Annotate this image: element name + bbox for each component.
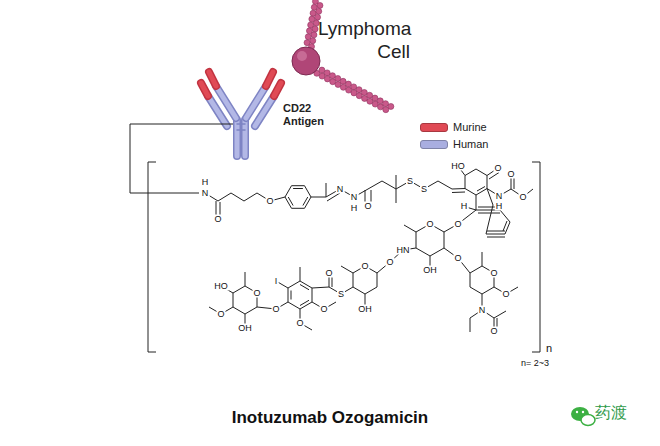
repeat-subscript: n — [546, 342, 552, 354]
atom-label: N — [336, 185, 345, 194]
atom-label: O — [213, 215, 222, 224]
highlight — [297, 51, 307, 61]
legend-label: Human — [453, 139, 488, 150]
atom-label: OH — [357, 305, 373, 314]
legend-label: Murine — [453, 122, 487, 133]
atom-label: O — [489, 269, 498, 278]
chain-bead — [310, 38, 316, 44]
watermark: 药渡 — [595, 403, 627, 424]
cd22-antigen-symbol — [292, 47, 320, 75]
atom-label: N — [201, 189, 210, 198]
legend-swatch — [420, 123, 448, 132]
chain-bead — [312, 26, 318, 32]
atom-label: O — [453, 220, 462, 229]
atom-label: O — [216, 310, 225, 319]
atom-label: O — [319, 305, 328, 314]
atom-label: N — [478, 306, 487, 315]
atom-label: O — [271, 305, 280, 314]
atom-label: O — [506, 170, 515, 179]
atom-label: H — [495, 202, 504, 211]
atom-label: O — [501, 290, 510, 299]
atom-label: O — [493, 164, 502, 173]
antibody-symbol — [201, 72, 281, 156]
atom-label: O — [453, 254, 462, 263]
atom-label: O — [425, 220, 434, 229]
atom-label: O — [324, 269, 333, 278]
atom-label: I — [274, 277, 279, 286]
atom-label: N — [495, 192, 504, 201]
atom-label: S — [420, 185, 428, 194]
atom-label: H — [201, 178, 210, 187]
atom-label: OH — [237, 324, 253, 333]
atom-label: O — [265, 197, 274, 206]
repeat-count: n= 2~3 — [521, 358, 549, 368]
atom-label: O — [489, 327, 498, 336]
atom-label: H — [460, 202, 469, 211]
antigen-label: CD22 Antigen — [283, 102, 329, 127]
caption: Inotuzumab Ozogamicin — [0, 408, 660, 428]
chain-bead — [317, 2, 323, 8]
atom-label: H — [350, 204, 359, 213]
atom-label: S — [337, 290, 345, 299]
atom-label: S — [406, 177, 414, 186]
linker-wire — [130, 124, 233, 193]
atom-label: O — [385, 258, 394, 267]
atom-label: OH — [422, 266, 438, 275]
chain-bead — [311, 32, 317, 38]
atom-label: O — [518, 193, 527, 202]
repeat-bracket — [148, 162, 540, 352]
atom-label: O — [360, 262, 369, 271]
wechat-icon — [571, 407, 595, 426]
atom-label: HO — [213, 282, 229, 291]
atom-label: HO — [450, 162, 466, 171]
atom-label: O — [363, 202, 372, 211]
atom-label: HN — [396, 246, 411, 255]
chain-bead — [388, 103, 394, 109]
atom-label: N — [350, 193, 359, 202]
chemical-bonds — [205, 166, 533, 332]
cell-label: Lymphoma Cell — [318, 18, 410, 64]
legend-swatch — [420, 140, 448, 149]
atom-label: O — [295, 319, 304, 328]
atom-label: O — [252, 289, 261, 298]
chain-bead — [316, 8, 322, 14]
